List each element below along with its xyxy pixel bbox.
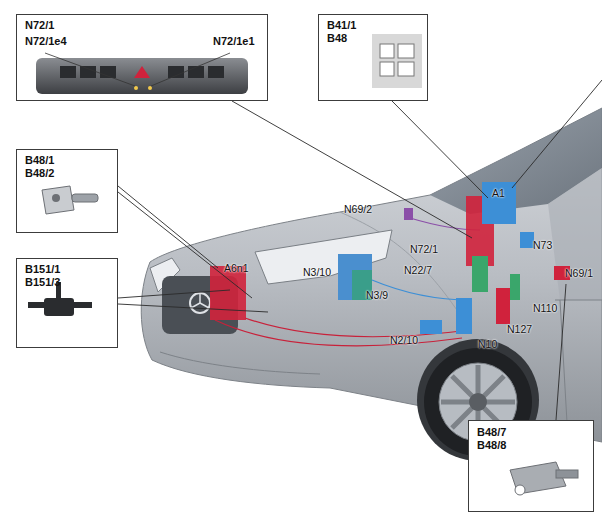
part-code: N72/1e1 — [213, 35, 255, 47]
callout-code: N127 — [507, 323, 532, 335]
control-unit — [472, 256, 488, 292]
door-glass — [548, 168, 602, 300]
sensor-picture — [42, 186, 98, 214]
wire — [245, 318, 470, 337]
sensor-picture — [372, 34, 422, 88]
part-code: B41/1 — [327, 19, 356, 31]
inset-bg — [16, 258, 118, 348]
star-emblem — [190, 293, 210, 313]
inset-box: B41/1B48 — [318, 14, 428, 101]
wire — [215, 320, 462, 346]
spokes — [441, 365, 515, 439]
inset-bg — [318, 14, 428, 101]
hub — [469, 393, 487, 411]
leader-line — [118, 80, 602, 420]
inset-bg — [468, 420, 594, 512]
part-code: B151/3 — [25, 276, 60, 288]
rim — [439, 363, 517, 441]
inset-bg — [16, 14, 268, 101]
inset-box: B48/1B48/2 — [16, 149, 118, 233]
part-code: B48/8 — [477, 439, 506, 451]
inset-box: N72/1N72/1e4 N72/1e1 — [16, 14, 268, 101]
callout-code: N72/1 — [410, 243, 438, 255]
control-panel — [36, 53, 248, 94]
control-unit — [520, 232, 534, 248]
part-code: N72/1e4 — [25, 35, 67, 47]
sensor-picture — [510, 462, 578, 495]
hood-line — [340, 212, 470, 330]
inset-box: B151/1B151/3 — [16, 258, 118, 348]
part-code: B48 — [327, 32, 347, 44]
part-code: B48/1 — [25, 154, 54, 166]
part-code: B48/7 — [477, 426, 506, 438]
control-unit — [210, 266, 246, 320]
callout-code: A6n1 — [224, 262, 249, 274]
callout-code: N73 — [533, 239, 552, 251]
control-unit — [456, 298, 472, 334]
control-unit — [420, 320, 442, 334]
bumper-line — [160, 352, 320, 374]
callout-code: N69/1 — [565, 267, 593, 279]
inset-bg — [16, 149, 118, 233]
part-code: B48/2 — [25, 167, 54, 179]
callout-code: N3/9 — [366, 289, 388, 301]
car-illustration — [141, 108, 602, 461]
door-line — [555, 300, 602, 440]
star-emblem — [191, 293, 209, 308]
part-code: B151/1 — [25, 263, 60, 275]
callout-code: N69/2 — [344, 203, 372, 215]
control-unit — [510, 274, 520, 300]
control-unit — [482, 182, 516, 224]
control-unit — [404, 208, 413, 220]
inset-box: B48/7B48/8 — [468, 420, 594, 512]
callout-code: N22/7 — [404, 264, 432, 276]
callout-code: N110 — [533, 302, 557, 314]
callout-code: N10 — [478, 338, 497, 350]
callout-code: N3/10 — [303, 266, 331, 278]
callout-code: N2/10 — [390, 334, 418, 346]
callout-code: A1 — [492, 187, 505, 199]
control-unit — [496, 288, 510, 324]
part-code: N72/1 — [25, 19, 54, 31]
